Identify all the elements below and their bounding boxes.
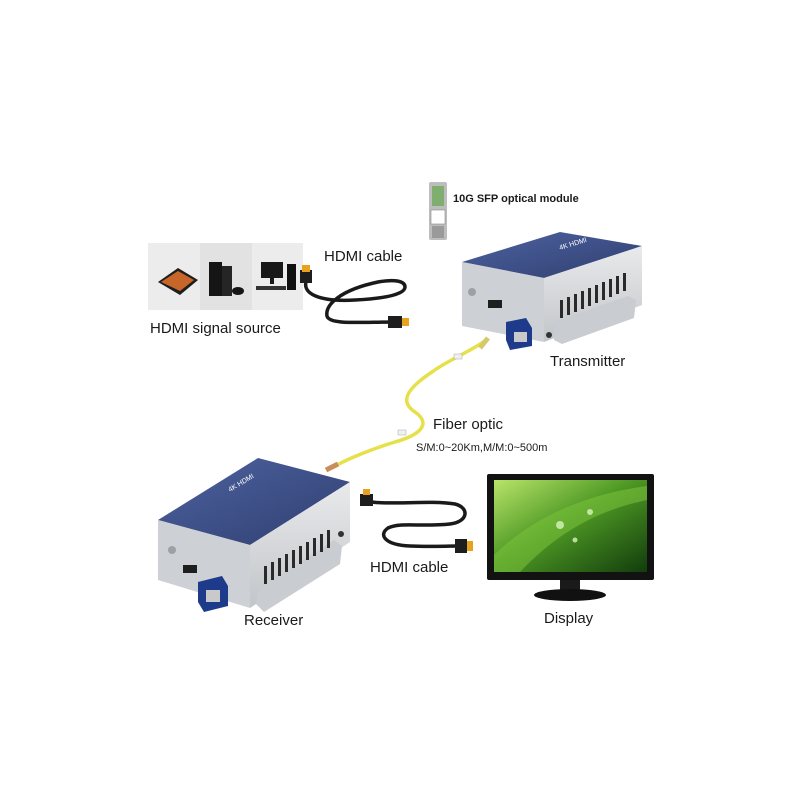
tablet-icon (158, 268, 198, 295)
game-console-icon (209, 262, 244, 296)
fiber-optic-cable (324, 336, 490, 473)
hdmi-cable-bottom-label: HDMI cable (370, 559, 449, 576)
hdmi-cable-top (300, 265, 409, 328)
fiber-optic-label: Fiber optic (433, 416, 504, 433)
receiver-device: 4K HDMI (158, 458, 350, 612)
hdmi-cable-top-label: HDMI cable (324, 248, 403, 265)
transmitter-label: Transmitter (550, 353, 626, 370)
display-label: Display (544, 610, 594, 627)
sfp-module-label: 10G SFP optical module (453, 193, 579, 205)
signal-source-images (148, 243, 303, 310)
desktop-computer-icon (256, 262, 296, 290)
sfp-module-icon (429, 182, 447, 240)
receiver-label: Receiver (244, 612, 304, 629)
fiber-spec-label: S/M:0~20Km,M/M:0~500m (416, 442, 548, 454)
hdmi-cable-bottom (360, 489, 473, 553)
monitor-icon (487, 474, 654, 601)
transmitter-device: 4K HDMI (462, 232, 642, 350)
signal-source-label: HDMI signal source (150, 320, 281, 337)
